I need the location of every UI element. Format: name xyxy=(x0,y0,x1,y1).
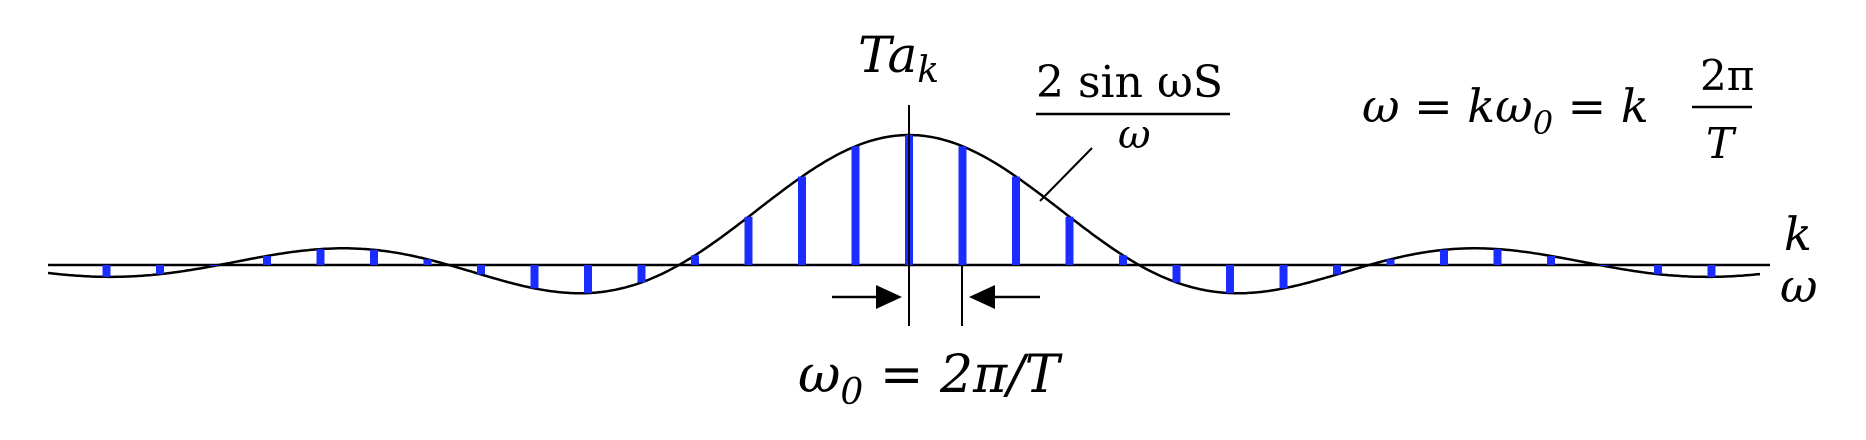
sample-bar xyxy=(1012,176,1020,265)
relation-denominator: T xyxy=(1706,119,1737,168)
sample-bar xyxy=(102,265,111,277)
relation-label: ω = kω0 = k 2π T xyxy=(1362,51,1754,168)
sample-bar xyxy=(530,265,539,289)
sample-bar xyxy=(1226,265,1234,294)
sample-bar xyxy=(370,249,378,265)
sample-bar xyxy=(1654,265,1662,275)
sample-bar xyxy=(263,255,271,265)
sample-bar xyxy=(209,265,218,266)
left-spacing-arrow xyxy=(832,285,902,309)
envelope-denominator: ω xyxy=(1118,112,1151,158)
sample-bar xyxy=(691,255,699,265)
svg-text:ω = kω0 = k: ω = kω0 = k xyxy=(1362,79,1649,142)
envelope-label-leader xyxy=(1039,147,1093,202)
sample-bar xyxy=(1172,265,1181,283)
sample-bar xyxy=(1707,265,1716,277)
sample-bar xyxy=(851,146,860,265)
axis-label-k: k xyxy=(1784,207,1812,261)
sample-bar xyxy=(1440,249,1448,265)
relation-numerator: 2π xyxy=(1700,51,1754,100)
sample-bar xyxy=(1600,265,1609,266)
sample-bar xyxy=(423,259,432,265)
right-spacing-arrow xyxy=(969,285,1040,309)
sample-bar xyxy=(958,146,967,265)
sample-bar xyxy=(1547,255,1555,265)
coefficient-label: Tak xyxy=(858,26,939,91)
axis-label-omega: ω xyxy=(1780,259,1818,313)
sample-bar xyxy=(798,176,806,265)
sample-bar xyxy=(477,265,485,275)
sample-bar xyxy=(744,216,753,265)
sample-bar xyxy=(156,265,164,275)
sample-bar xyxy=(1065,216,1074,265)
sample-bar xyxy=(316,249,325,265)
sample-bar xyxy=(1333,265,1341,275)
envelope-label: 2 sin ωS ω xyxy=(1036,57,1230,158)
sinc-envelope-curve xyxy=(47,133,1761,295)
spacing-label: ω0 = 2π/T xyxy=(798,345,1063,413)
sample-bar xyxy=(1279,265,1288,289)
sample-bar xyxy=(1386,259,1395,265)
envelope-numerator: 2 sin ωS xyxy=(1036,57,1223,108)
sample-bar xyxy=(637,265,646,283)
sample-bar xyxy=(584,265,592,294)
sample-bar xyxy=(1119,255,1127,265)
sample-bar xyxy=(1493,249,1502,265)
